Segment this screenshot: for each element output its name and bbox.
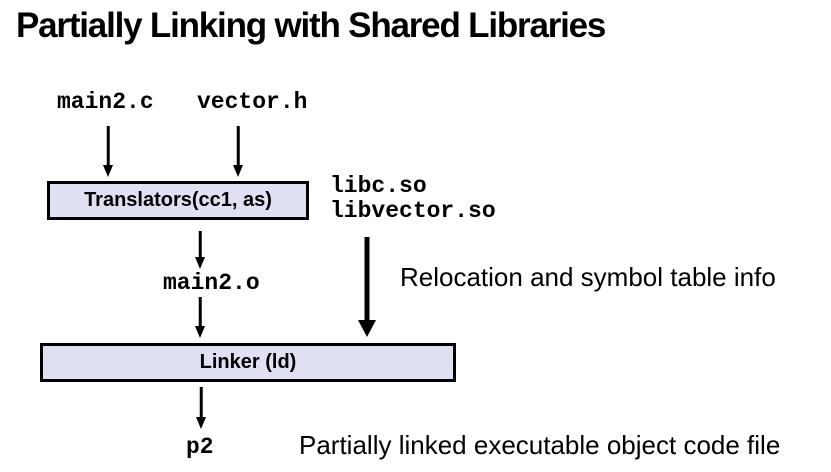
arrow-head	[196, 417, 206, 429]
label-object-file: main2.o	[163, 270, 260, 296]
arrow-header-to-translators	[228, 126, 248, 177]
arrow-shaft	[236, 126, 240, 166]
arrow-libs-to-linker	[357, 237, 377, 337]
page-title: Partially Linking with Shared Libraries	[16, 6, 606, 45]
translators-box: Translators(cc1, as)	[47, 181, 309, 220]
arrow-shaft	[199, 387, 203, 418]
arrow-shaft	[198, 231, 202, 258]
relocation-note: Relocation and symbol table info	[400, 262, 776, 292]
label-output-file: p2	[186, 434, 214, 460]
label-libvector-so: libvector.so	[330, 198, 496, 224]
arrow-head	[358, 320, 376, 337]
label-source-file: main2.c	[57, 89, 154, 115]
arrow-linker-to-output	[191, 387, 211, 429]
arrow-translators-to-object	[190, 231, 210, 269]
linker-box: Linker (ld)	[40, 343, 456, 382]
label-libc-so: libc.so	[330, 173, 427, 199]
arrow-shaft	[364, 237, 370, 321]
arrow-shaft	[106, 126, 110, 166]
arrow-head	[103, 165, 113, 177]
arrow-source-to-translators	[98, 126, 118, 177]
arrow-head	[195, 257, 205, 269]
label-header-file: vector.h	[197, 89, 308, 115]
arrow-head	[233, 165, 243, 177]
arrow-shaft	[198, 297, 202, 327]
arrow-object-to-linker	[190, 297, 210, 338]
output-note: Partially linked executable object code …	[299, 430, 781, 460]
arrow-head	[195, 326, 205, 338]
